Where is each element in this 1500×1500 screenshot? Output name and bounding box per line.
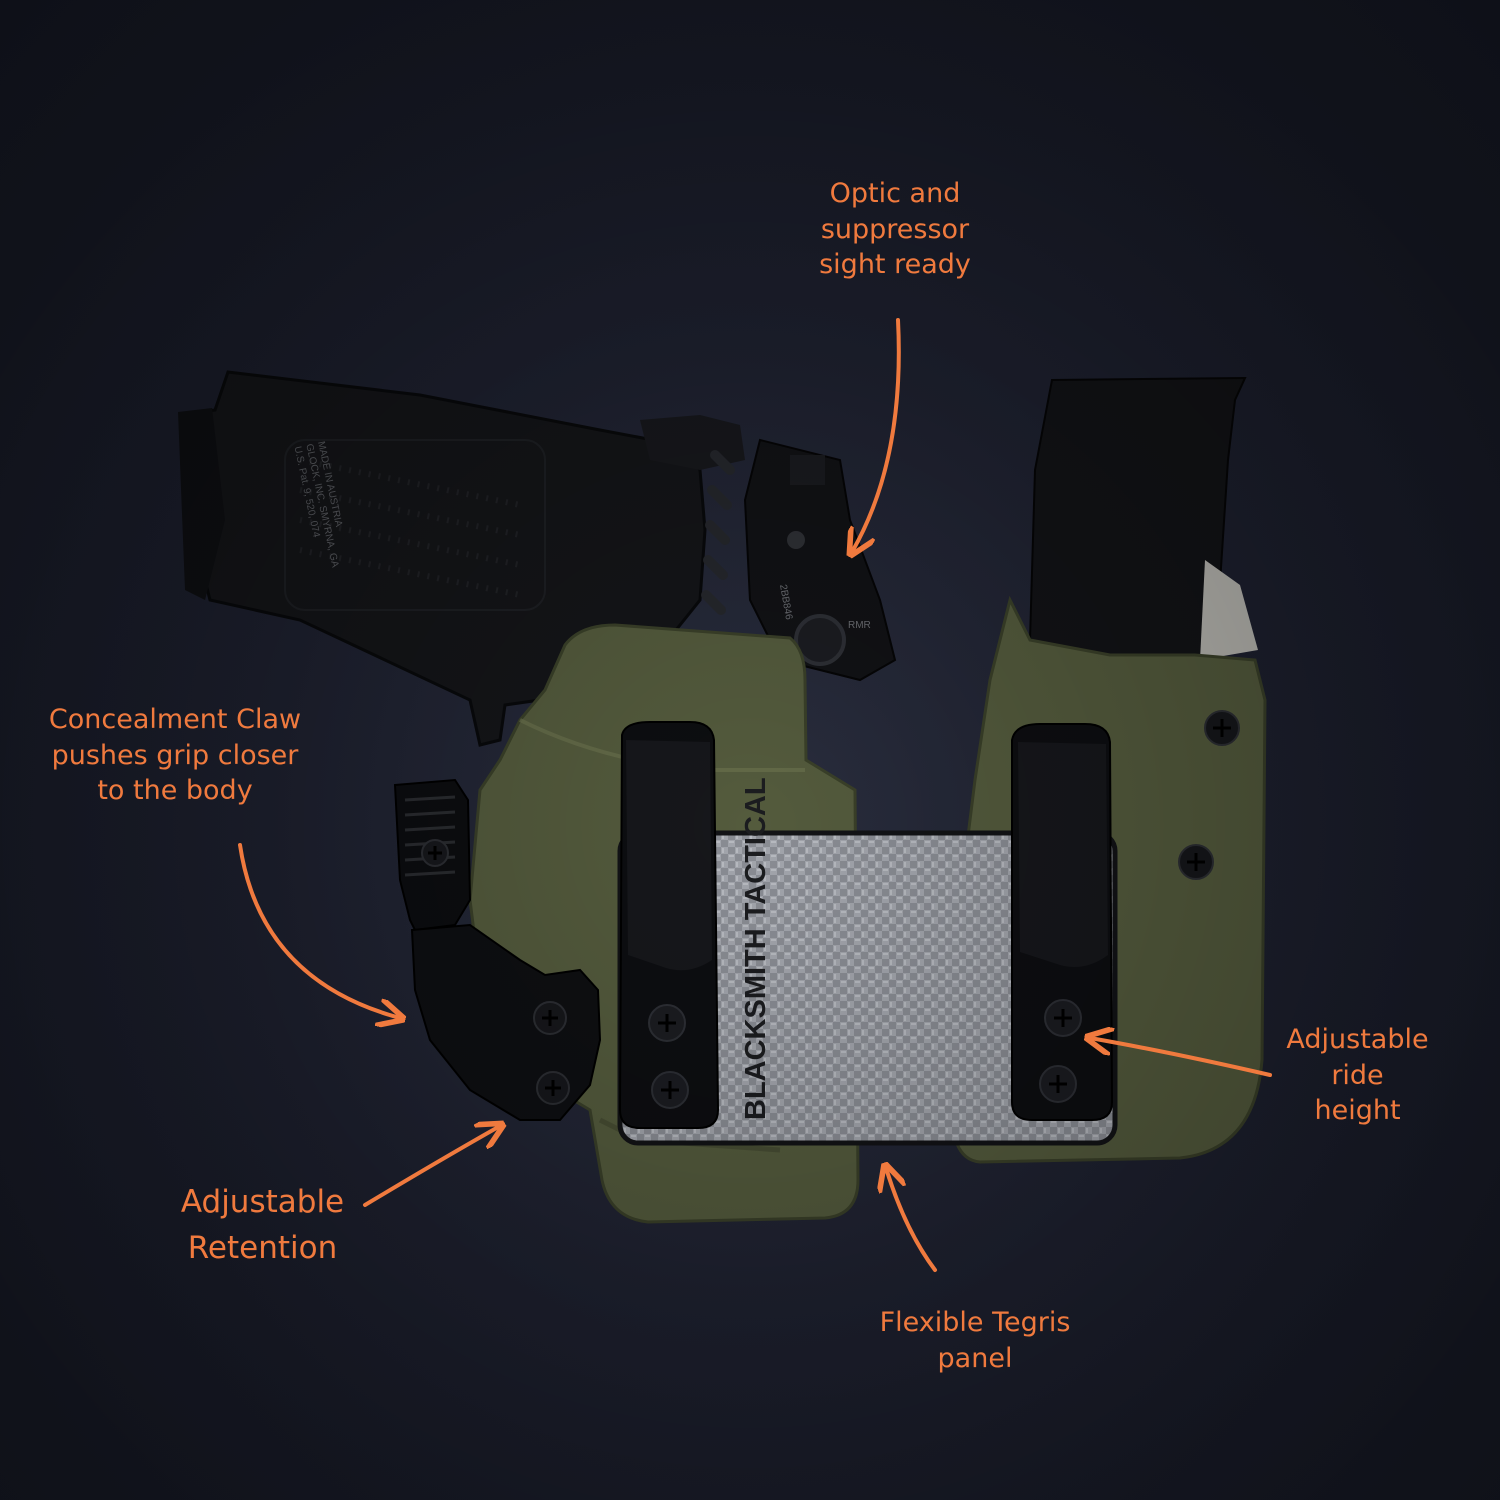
callout-arrows [238, 318, 1272, 1272]
panel-brand: BLACKSMITH TACTICAL [740, 777, 772, 1120]
optic-marking-1: RMR [848, 620, 871, 631]
callout-optic-line-1: Optic and [829, 178, 961, 209]
callout-panel-line-1: Flexible Tegris [879, 1307, 1071, 1338]
callout-ride-line-3: height [1314, 1095, 1401, 1127]
callout-claw-line-2: pushes grip closer [51, 739, 299, 771]
arrow-retention [363, 1126, 500, 1207]
arrow-panel [886, 1168, 937, 1272]
callout-claw-line-3: to the body [97, 775, 253, 807]
callout-optic: Optic and suppressor sight ready [800, 176, 990, 283]
callout-claw-line-1: Concealment Claw [48, 704, 302, 735]
callout-retention-line-1: Adjustable [180, 1184, 345, 1220]
callout-ride-line-2: ride [1331, 1059, 1384, 1091]
arrow-claw [238, 843, 400, 1018]
callout-retention-line-2: Retention [187, 1229, 338, 1266]
arrow-ride-height [1090, 1038, 1272, 1077]
callout-optic-line-3: sight ready [819, 249, 971, 281]
callout-panel-line-2: panel [937, 1342, 1013, 1374]
callout-ride-line-1: Adjustable [1286, 1024, 1429, 1055]
brand-text: BLACKSMITH TACTICAL [740, 777, 772, 1120]
callout-ride-height: Adjustable ride height [1275, 1022, 1440, 1129]
callout-optic-line-2: suppressor [820, 213, 970, 245]
callout-retention: Adjustable Retention [150, 1180, 375, 1272]
callout-panel: Flexible Tegris panel [860, 1305, 1090, 1376]
callout-claw: Concealment Claw pushes grip closer to t… [30, 702, 320, 809]
belt-clip-right [1011, 723, 1114, 1121]
arrow-optic [852, 318, 901, 552]
belt-clip-left [618, 721, 720, 1129]
